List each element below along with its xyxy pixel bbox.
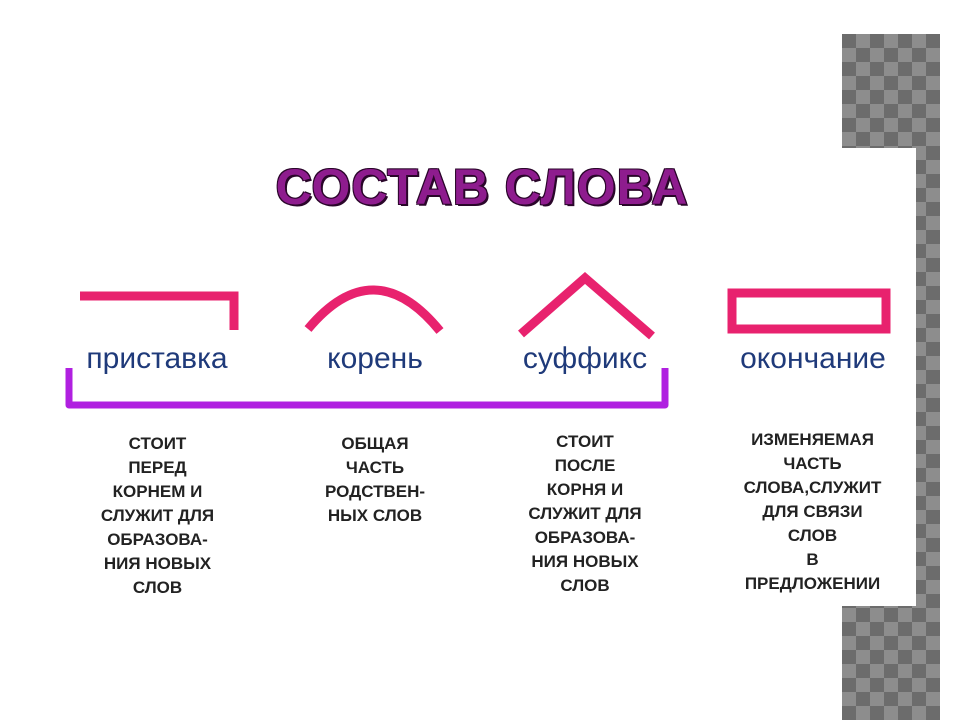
prefix-symbol [80, 291, 239, 330]
description-ending: ИЗМЕНЯЕМАЯ ЧАСТЬ СЛОВА,СЛУЖИТ ДЛЯ СВЯЗИ … [743, 430, 882, 593]
label-prefix: приставка [86, 342, 228, 375]
page-title: СОСТАВ СЛОВА [275, 159, 689, 215]
description-prefix: СТОИТ ПЕРЕД КОРНЕМ И СЛУЖИТ ДЛЯ ОБРАЗОВА… [100, 434, 215, 597]
description-suffix: СТОИТ ПОСЛЕ КОРНЯ И СЛУЖИТ ДЛЯ ОБРАЗОВА-… [528, 432, 642, 595]
slide-card [0, 148, 916, 606]
label-suffix: суффикс [522, 342, 648, 375]
description-root: ОБЩАЯ ЧАСТЬ РОДСТВЕН- НЫХ СЛОВ [324, 434, 426, 525]
slide-top-area [0, 0, 842, 150]
stem-bracket [65, 368, 669, 409]
label-ending: окончание [740, 342, 886, 375]
root-arc-symbol [304, 285, 444, 334]
ending-box-symbol [727, 288, 891, 334]
label-root: корень [327, 342, 423, 375]
suffix-caret-symbol [518, 272, 655, 340]
